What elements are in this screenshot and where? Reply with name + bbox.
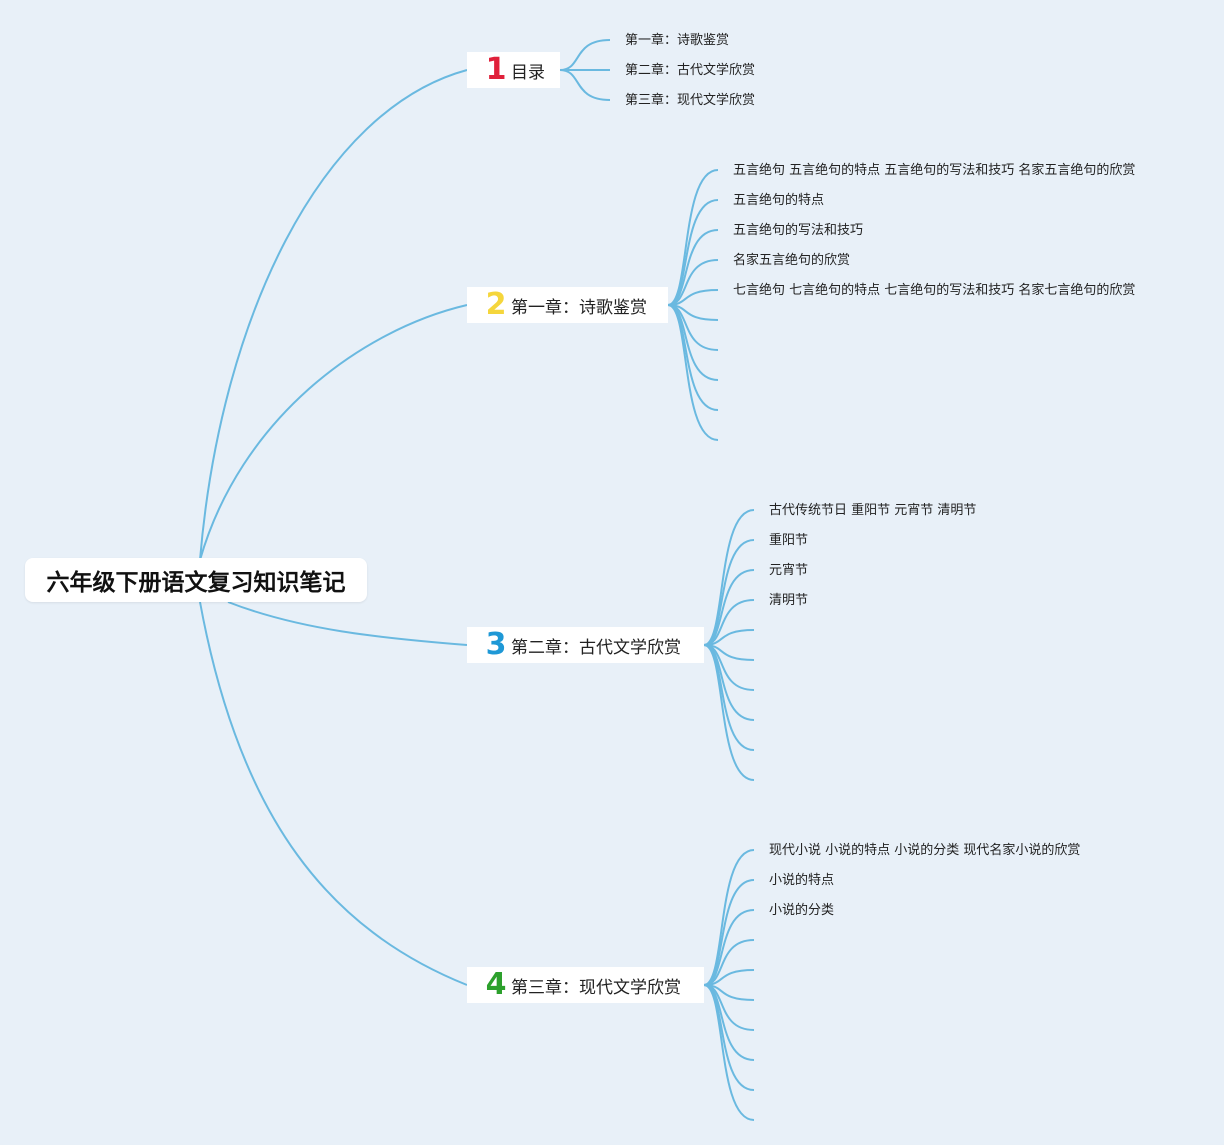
leaf-connector [703,939,755,986]
leaf-connector [703,599,755,646]
root-topic[interactable]: 六年级下册语文复习知识笔记 [25,558,367,602]
leaf-connector [703,909,755,986]
branch-label: 第二章：古代文学欣赏 [511,637,681,658]
branch-number: 3 [485,627,507,662]
leaf-connector [667,169,719,306]
root-connector [199,69,468,561]
leaf-item[interactable]: 五言绝句的特点 [733,193,825,208]
leaf-item[interactable]: 小说的分类 [769,903,835,918]
branch-label: 目录 [511,62,545,83]
leaf-item[interactable]: 元宵节 [769,563,809,578]
leaf-connector [667,259,719,306]
leaf-item[interactable]: 第二章：古代文学欣赏 [625,63,756,78]
leaf-connector [703,984,755,1121]
leaf-item[interactable]: 第一章：诗歌鉴赏 [625,33,730,48]
leaf-item[interactable]: 七言绝句 七言绝句的特点 七言绝句的写法和技巧 名家七言绝句的欣赏 [733,283,1136,298]
branch-number: 2 [485,287,507,322]
leaf-connector [703,849,755,986]
leaf-connector [703,509,755,646]
leaf-connector [667,199,719,306]
root-connector [199,304,468,561]
leaf-item[interactable]: 现代小说 小说的特点 小说的分类 现代名家小说的欣赏 [769,843,1081,858]
branch-chapter-2[interactable]: 3 第二章：古代文学欣赏 [467,627,704,663]
leaf-item[interactable]: 五言绝句的写法和技巧 [733,223,864,238]
leaf-item[interactable]: 第三章：现代文学欣赏 [625,93,756,108]
root-connector [199,601,468,986]
branch-label: 第三章：现代文学欣赏 [511,977,681,998]
leaf-item[interactable]: 名家五言绝句的欣赏 [733,253,851,268]
leaf-item[interactable]: 重阳节 [769,533,809,548]
leaf-item[interactable]: 小说的特点 [769,873,835,888]
branch-chapter-1[interactable]: 2 第一章：诗歌鉴赏 [467,287,668,323]
leaf-connector [703,539,755,646]
leaf-connector [559,69,611,101]
leaf-connector [667,304,719,441]
branch-label: 第一章：诗歌鉴赏 [511,297,647,318]
leaf-connector [667,229,719,306]
branch-chapter-3[interactable]: 4 第三章：现代文学欣赏 [467,967,704,1003]
branch-toc[interactable]: 1 目录 [467,52,560,88]
root-connector [227,601,468,646]
leaf-connector [703,879,755,986]
root-title: 六年级下册语文复习知识笔记 [46,570,346,596]
leaf-item[interactable]: 古代传统节日 重阳节 元宵节 清明节 [769,503,977,518]
branch-number: 4 [485,967,507,1002]
leaf-item[interactable]: 清明节 [769,593,809,608]
leaf-item[interactable]: 五言绝句 五言绝句的特点 五言绝句的写法和技巧 名家五言绝句的欣赏 [733,163,1136,178]
leaf-connector [703,644,755,781]
leaf-connector [559,39,611,71]
branch-number: 1 [485,52,507,87]
leaf-connector [703,569,755,646]
